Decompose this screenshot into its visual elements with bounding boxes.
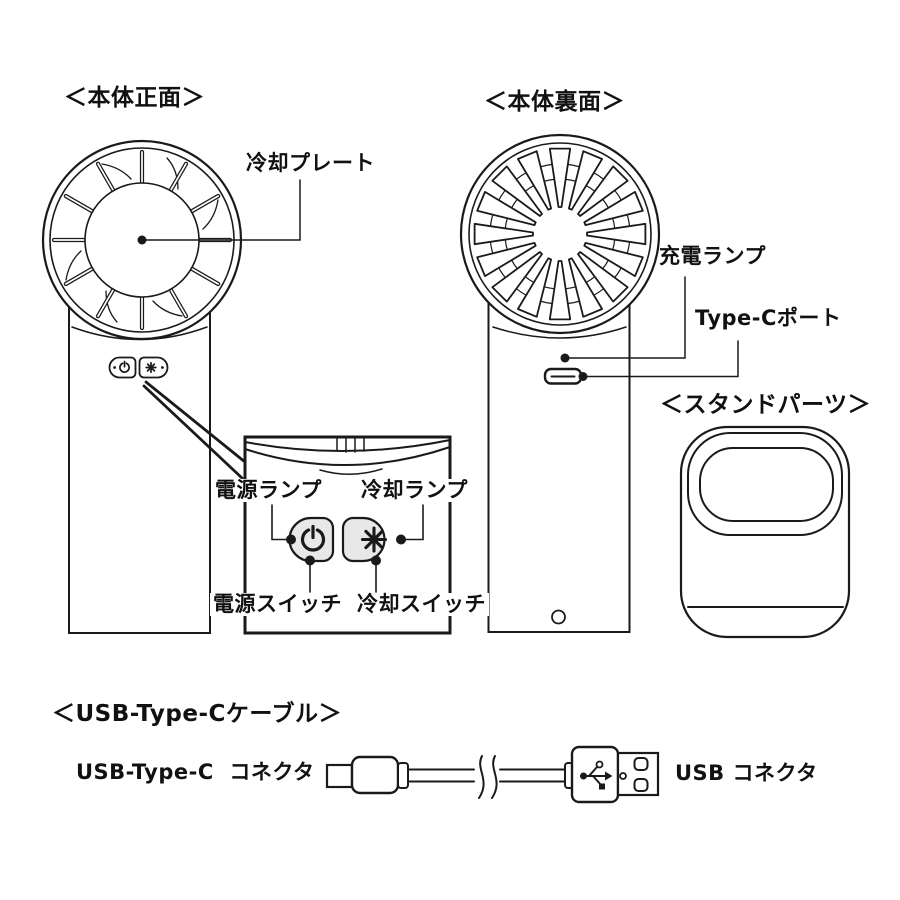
type-c-cable-boot	[397, 762, 409, 789]
cooling-lamp-dot-small	[161, 366, 164, 369]
snowflake-icon	[360, 526, 388, 553]
stand-ring-opening	[699, 447, 834, 522]
back-neck-curve	[492, 326, 627, 339]
strap-hole	[551, 609, 566, 625]
front-neck-curve	[71, 326, 208, 341]
snowflake-icon	[145, 361, 157, 374]
usb-a-connector-body	[570, 745, 620, 804]
power-icon	[300, 524, 326, 552]
stand-title: ＜スタンドパーツ＞	[660, 392, 872, 418]
usb-a-metal-shell	[616, 751, 660, 797]
charge-lamp-label: 充電ランプ	[659, 244, 766, 268]
power-lamp-dot	[286, 534, 296, 545]
usb-trident-icon	[580, 760, 613, 790]
cooling-plate-leader-line	[141, 179, 301, 241]
back-title: ＜本体裏面＞	[484, 89, 625, 115]
front-device-illustration	[41, 139, 301, 634]
back-device-illustration	[459, 133, 739, 633]
cooling-button-large	[341, 516, 406, 566]
callout-rim-curve-inner	[244, 446, 451, 466]
cable-lines	[407, 768, 567, 783]
usb-cable-illustration	[325, 745, 660, 804]
power-lamp-label: 電源ランプ	[212, 479, 325, 502]
callout-vent-ticks	[336, 437, 365, 453]
charge-lamp-leader-line	[564, 276, 686, 359]
cable-break-mark	[478, 755, 498, 799]
type-c-port-label: Type-Cポート	[695, 306, 842, 330]
cooling-plate-label: 冷却プレート	[246, 151, 375, 175]
stand-ring-outer	[687, 432, 843, 536]
cooling-switch-label: 冷却スイッチ	[354, 593, 489, 616]
back-fan-blades	[473, 147, 647, 321]
power-switch-label: 電源スイッチ	[210, 593, 345, 616]
type-c-connector-label: USB-Type-C コネクタ	[76, 760, 315, 784]
front-title: ＜本体正面＞	[64, 85, 205, 111]
type-c-port-leader-line	[582, 340, 739, 378]
type-c-connector-body	[350, 755, 400, 795]
stand-part-illustration	[679, 425, 851, 639]
callout-rim-curve-outer	[244, 439, 451, 453]
power-button-large	[286, 516, 335, 566]
cooling-button-small	[138, 356, 169, 379]
power-lamp-leader-line	[271, 504, 289, 541]
front-fan-blade-curves	[65, 157, 219, 323]
callout-neck-curve	[319, 468, 383, 475]
cable-title: ＜USB-Type-Cケーブル＞	[52, 701, 342, 727]
type-c-connector-tip	[325, 763, 354, 789]
usb-connector-label: USB コネクタ	[675, 761, 818, 785]
cooling-lamp-leader-line	[403, 504, 424, 541]
power-lamp-dot-small	[113, 366, 116, 369]
cooling-lamp-label: 冷却ランプ	[358, 479, 471, 502]
power-icon	[119, 360, 130, 373]
cooling-lamp-dot	[396, 534, 406, 545]
callout-lines	[142, 380, 247, 480]
power-button-small	[108, 356, 137, 379]
type-c-port	[543, 367, 588, 385]
